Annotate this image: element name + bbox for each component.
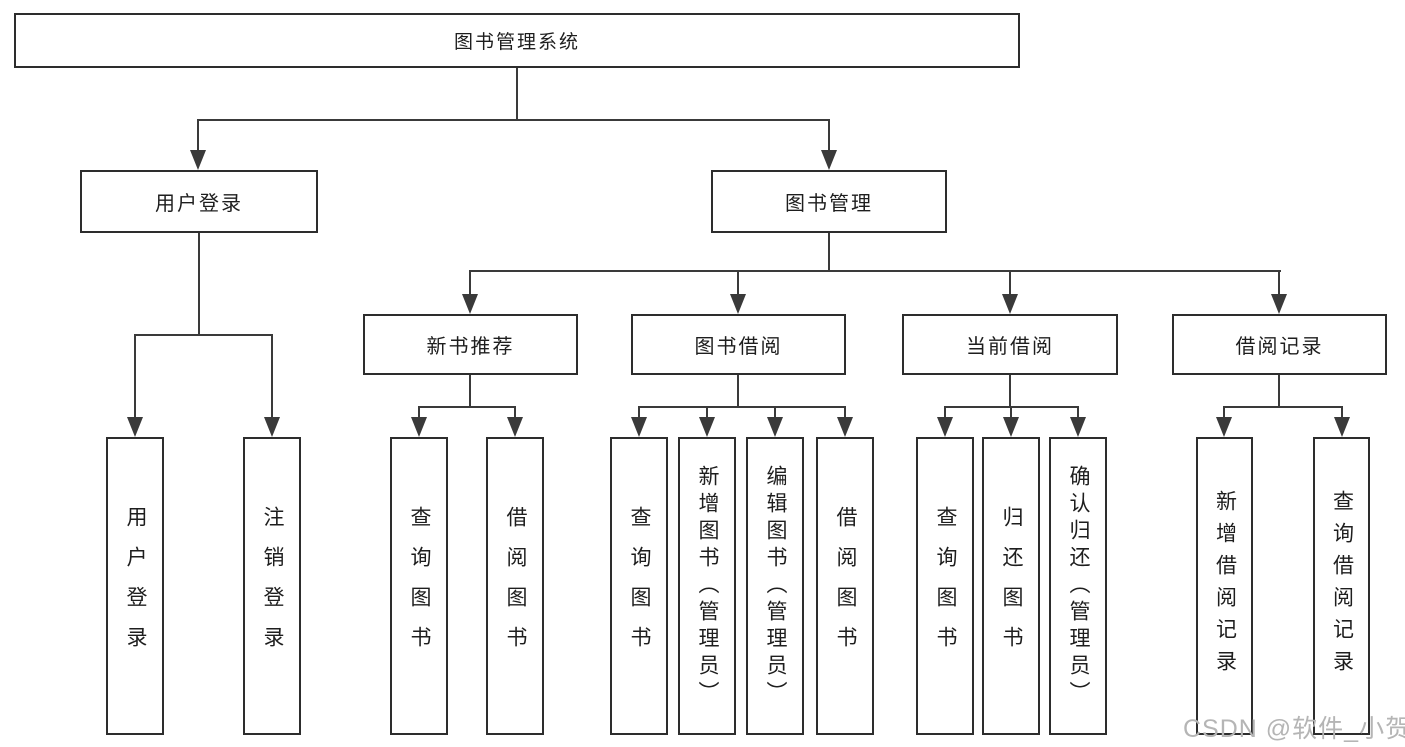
arrowhead-borrow-records [1271,294,1287,314]
connector-root-to-level2 [197,68,830,152]
arrowhead-current-confirm [1070,417,1086,437]
node-book-management: 图书管理 [711,170,947,233]
arrowhead-current-return [1003,417,1019,437]
leaf-records-add-record: 新增借阅记录 [1196,437,1253,735]
leaf-borrow-query-books: 查询图书 [610,437,668,735]
leaf-logout: 注销登录 [243,437,301,735]
watermark: CSDN @软件_小贺同学 [1183,715,1405,743]
arrowhead-current-borrow [1002,294,1018,314]
leaf-borrow-add-books-admin: 新增图书（管理员） [678,437,736,735]
arrowhead-borrow-add [699,417,715,437]
node-borrow-records: 借阅记录 [1172,314,1387,375]
arrowhead-book-borrow [730,294,746,314]
arrowhead-records-query [1334,417,1350,437]
connector-book-management-children [469,233,1281,296]
arrowhead-current-query [937,417,953,437]
leaf-borrow-borrow-books: 借阅图书 [816,437,874,735]
leaf-borrow-edit-books-admin: 编辑图书（管理员） [746,437,804,735]
arrowhead-book-management [821,150,837,170]
arrowhead-leaf-logout [264,417,280,437]
connector-book-borrow-children [638,375,846,420]
arrowhead-new-books [462,294,478,314]
connector-user-login-children [134,233,273,419]
arrowhead-user-login [190,150,206,170]
node-current-borrow: 当前借阅 [902,314,1118,375]
leaf-newbooks-query-books: 查询图书 [390,437,448,735]
node-book-borrow: 图书借阅 [631,314,846,375]
node-user-login: 用户登录 [80,170,318,233]
arrowhead-records-add [1216,417,1232,437]
leaf-current-return-books: 归还图书 [982,437,1040,735]
node-library-management-system: 图书管理系统 [14,13,1020,68]
connector-new-books-children [418,375,516,420]
leaf-user-login: 用户登录 [106,437,164,735]
arrowhead-newbooks-query [411,417,427,437]
leaf-current-confirm-return-admin: 确认归还（管理员） [1049,437,1107,735]
connector-current-borrow-children [944,375,1079,420]
leaf-current-query-books: 查询图书 [916,437,974,735]
connector-borrow-records-children [1223,375,1343,420]
arrowhead-borrow-borrow [837,417,853,437]
node-new-books: 新书推荐 [363,314,578,375]
leaf-newbooks-borrow-books: 借阅图书 [486,437,544,735]
arrowhead-borrow-edit [767,417,783,437]
arrowhead-leaf-user-login [127,417,143,437]
arrowhead-borrow-query [631,417,647,437]
arrowhead-newbooks-borrow [507,417,523,437]
leaf-records-query-record: 查询借阅记录 [1313,437,1370,735]
